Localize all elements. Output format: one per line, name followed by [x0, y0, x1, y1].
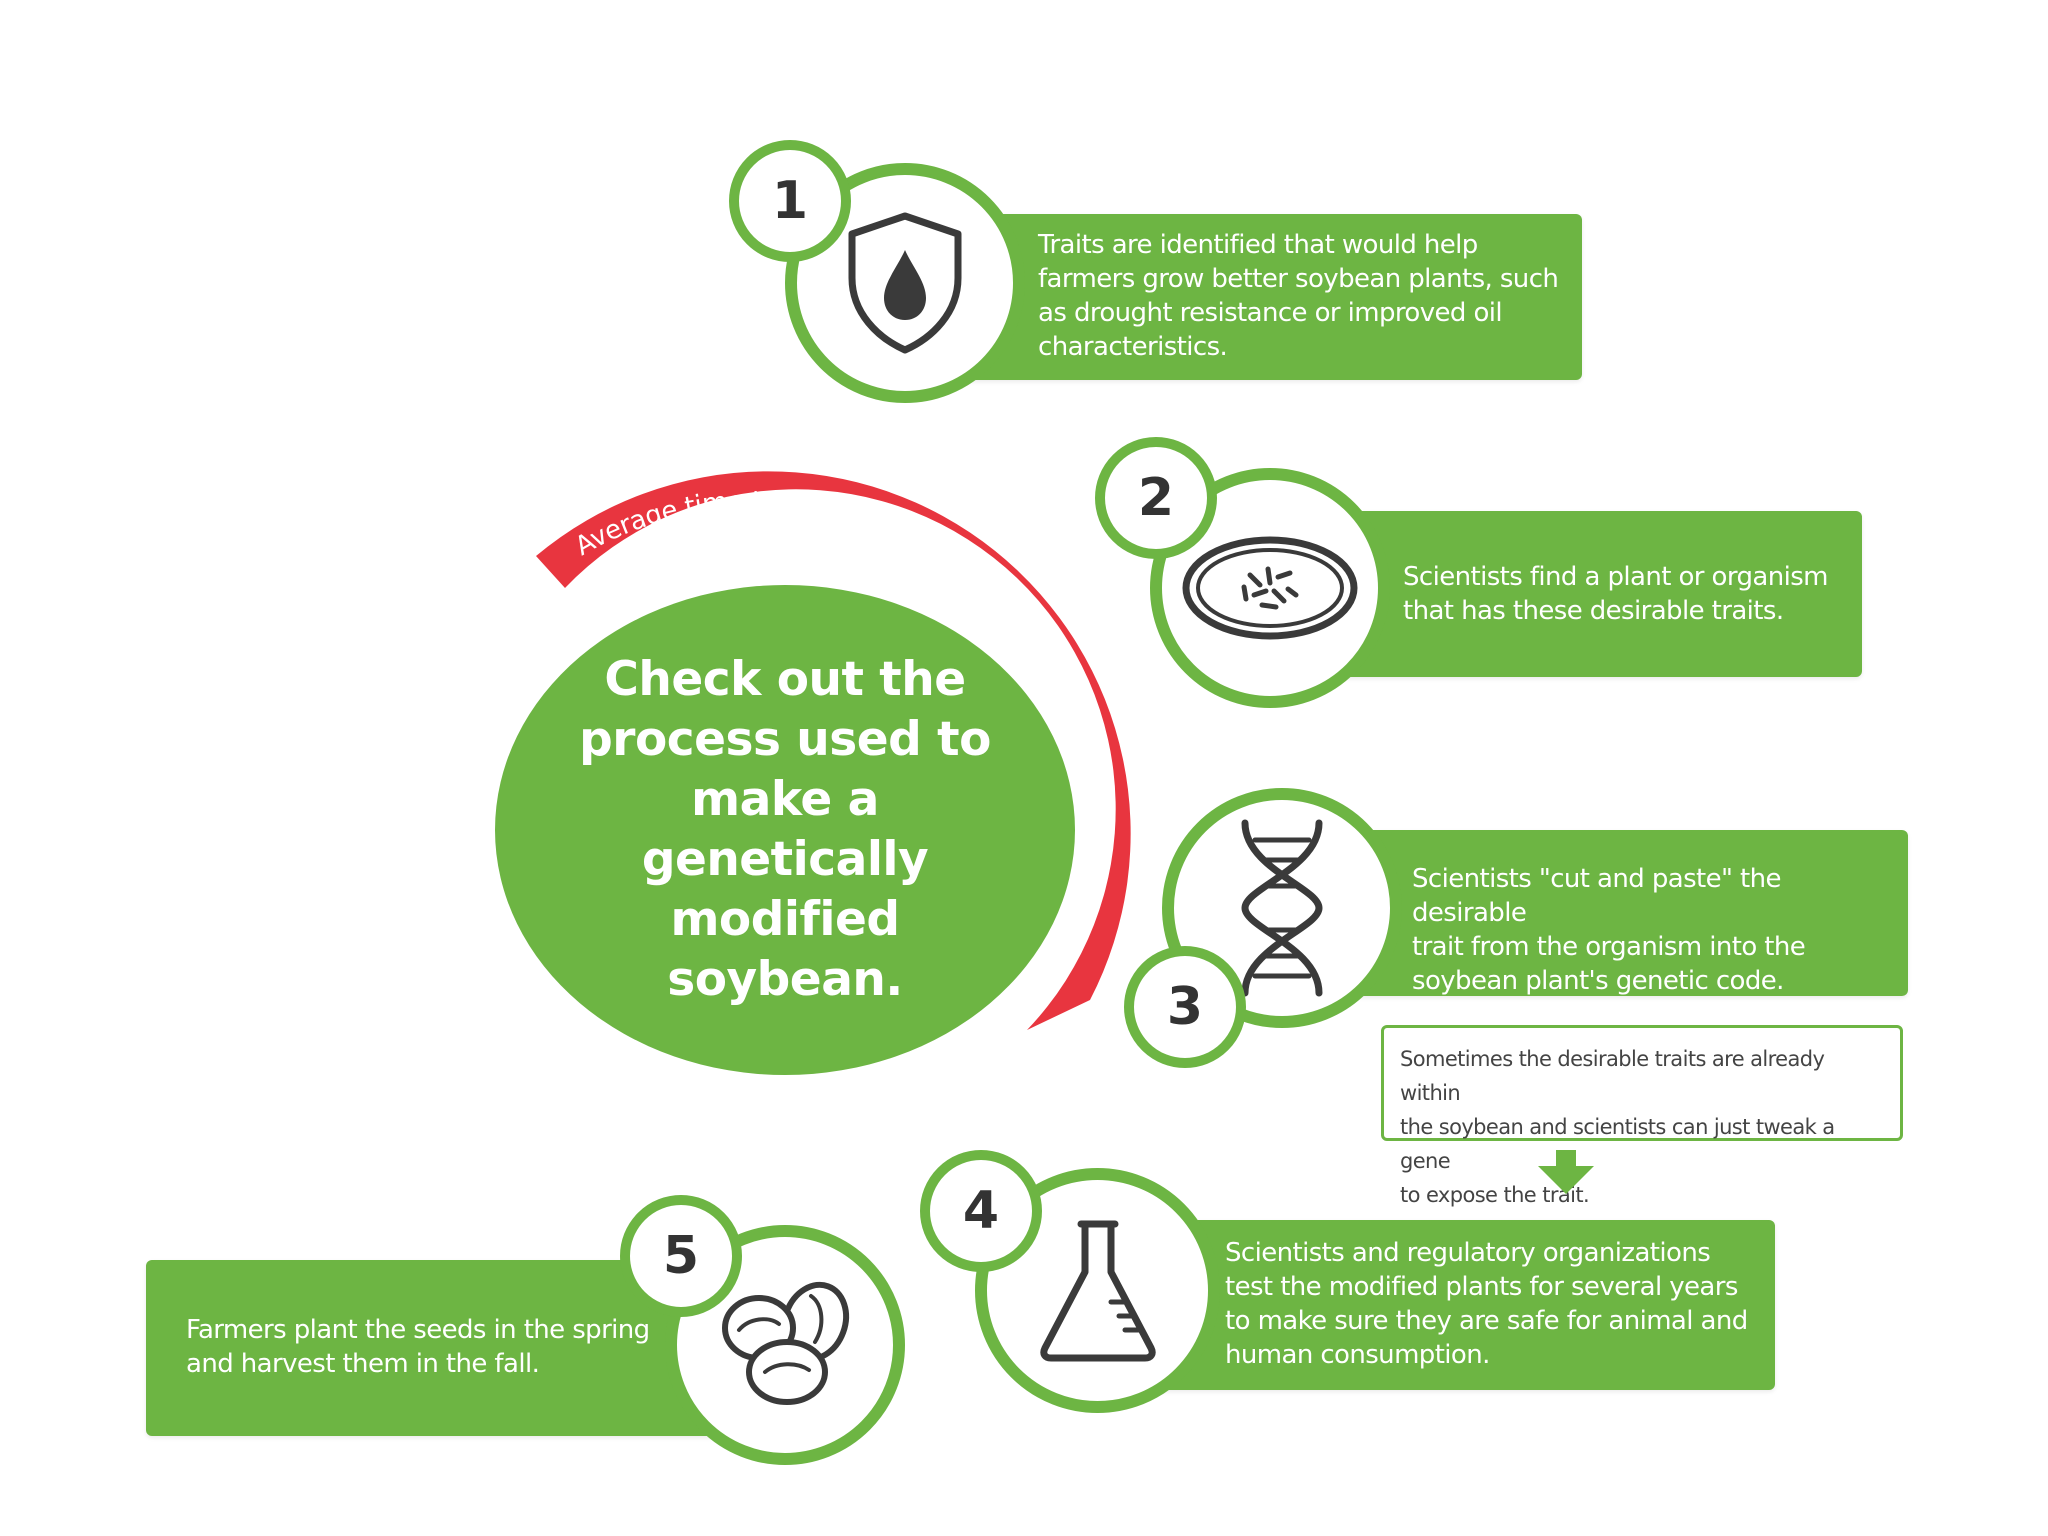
note-box: Sometimes the desirable traits are alrea… — [1381, 1025, 1903, 1207]
step-text-line: Scientists find a plant or organism — [1403, 562, 1829, 592]
step-text-line: soybean plant's genetic code. — [1412, 966, 1784, 996]
note-text-line: Sometimes the desirable traits are alrea… — [1400, 1047, 1825, 1105]
step-text-line: and harvest them in the fall. — [186, 1349, 540, 1379]
hero-title-line: process used to — [579, 712, 991, 767]
note-text: Sometimes the desirable traits are alrea… — [1400, 1042, 1886, 1212]
step-4-text: Scientists and regulatory organizations … — [1225, 1236, 1770, 1372]
step-2-number-ring: 2 — [1095, 437, 1217, 559]
step-text-line: Scientists and regulatory organizations — [1225, 1238, 1711, 1268]
step-2-text: Scientists find a plant or organism that… — [1403, 560, 1853, 628]
step-text-line: as drought resistance or improved oil — [1038, 298, 1503, 328]
step-5-number: 5 — [662, 1226, 700, 1286]
step-4-number: 4 — [962, 1181, 1000, 1241]
dna-helix-icon — [1241, 819, 1323, 997]
note-text-line: to expose the trait. — [1400, 1183, 1590, 1207]
note-text-line: the soybean and scientists can just twea… — [1400, 1115, 1835, 1173]
step-1-text: Traits are identified that would help fa… — [1038, 228, 1578, 364]
hero-circle: Check out the process used to make a gen… — [495, 585, 1075, 1075]
hero-title: Check out the process used to make a gen… — [545, 650, 1025, 1010]
step-text-line: to make sure they are safe for animal an… — [1225, 1306, 1748, 1336]
step-3-number: 3 — [1166, 977, 1204, 1037]
step-1-number: 1 — [771, 171, 809, 231]
step-text-line: Traits are identified that would help — [1038, 230, 1478, 260]
arrow-down-icon — [1538, 1150, 1594, 1194]
step-1-number-ring: 1 — [729, 140, 851, 262]
hero-title-line: modified soybean. — [667, 892, 903, 1007]
step-2-number: 2 — [1137, 468, 1175, 528]
lab-flask-icon — [1039, 1220, 1156, 1361]
hero-title-line: Check out the — [604, 652, 966, 707]
step-text-line: farmers grow better soybean plants, such — [1038, 264, 1559, 294]
step-3-text: Scientists "cut and paste" the desirable… — [1412, 862, 1902, 998]
step-5-text: Farmers plant the seeds in the spring an… — [186, 1313, 656, 1381]
red-arc-band — [536, 471, 1131, 1030]
step-4-number-ring: 4 — [920, 1150, 1042, 1272]
step-text-line: Farmers plant the seeds in the spring — [186, 1315, 650, 1345]
step-3-number-ring: 3 — [1124, 946, 1246, 1068]
step-text-line: human consumption. — [1225, 1340, 1490, 1370]
step-text-line: characteristics. — [1038, 332, 1228, 362]
step-text-line: that has these desirable traits. — [1403, 596, 1784, 626]
hero-title-line: make a genetically — [641, 772, 929, 887]
step-text-line: test the modified plants for several yea… — [1225, 1272, 1738, 1302]
step-5-number-ring: 5 — [620, 1195, 742, 1317]
soybeans-icon — [722, 1281, 850, 1405]
petri-dish-bacteria-icon — [1182, 536, 1358, 640]
shield-drop-icon — [848, 212, 962, 354]
step-text-line: trait from the organism into the — [1412, 932, 1806, 962]
step-1-box — [930, 214, 1582, 380]
step-text-line: Scientists "cut and paste" the desirable — [1412, 864, 1782, 928]
